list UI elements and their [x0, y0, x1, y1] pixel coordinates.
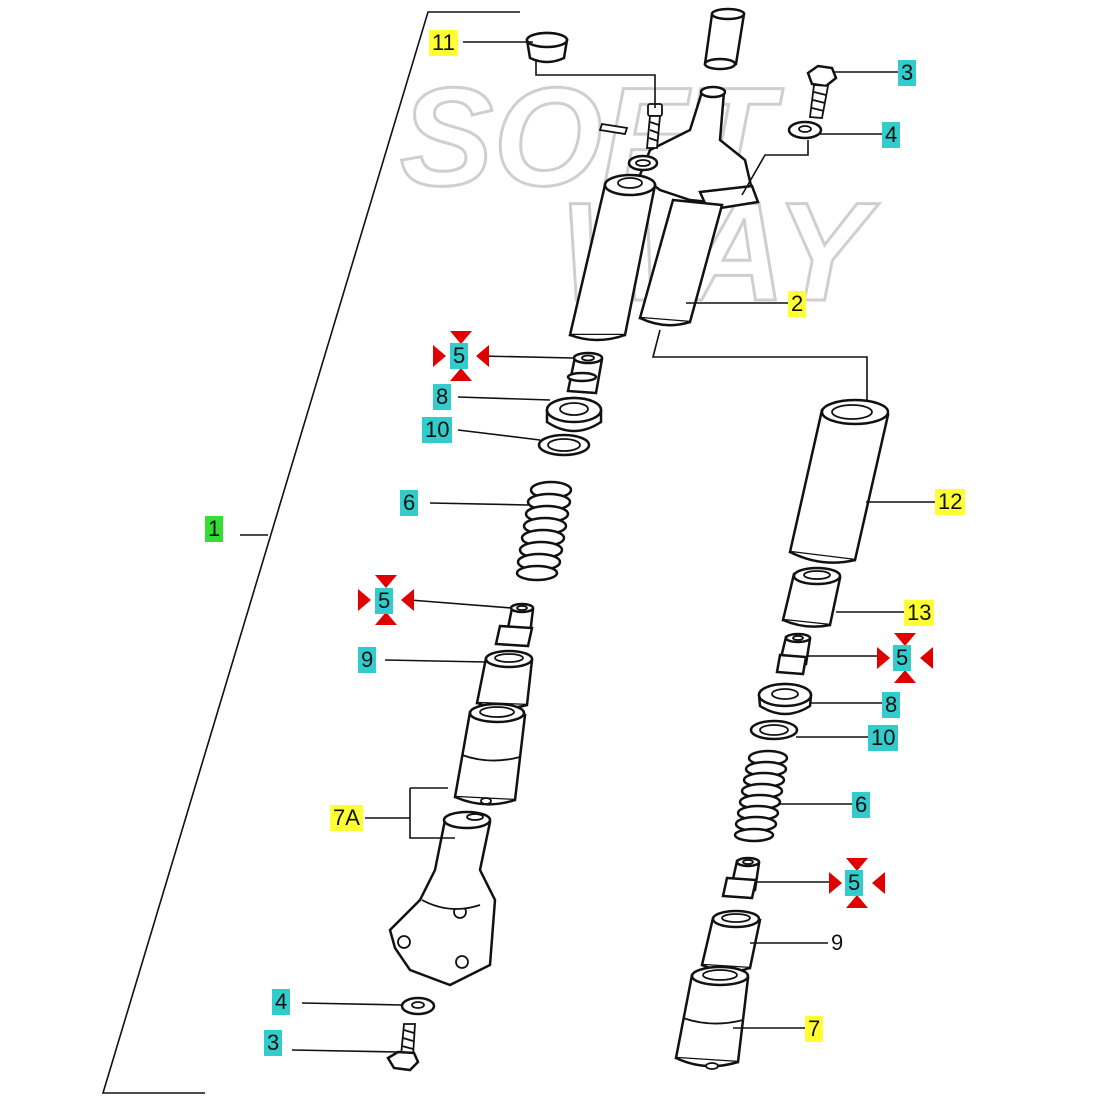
key-pin: [598, 122, 629, 136]
left-fork-leg: [291, 351, 604, 1072]
callout-10-right: 10: [868, 725, 899, 751]
slider-part-7: [674, 965, 750, 1070]
callout-9-right: 9: [828, 930, 847, 956]
callout-7A: 7A: [330, 805, 363, 831]
callout-4-upper: 4: [882, 122, 901, 148]
leader-2-to-12: [651, 329, 868, 415]
leader-8-a: [457, 396, 551, 401]
small-ring: [627, 154, 659, 172]
callout-3-lower: 3: [264, 1030, 283, 1056]
leader-11-bolt: [535, 60, 656, 108]
callout-12: 12: [935, 489, 966, 515]
valve-part-5-right-top: [775, 632, 812, 676]
cap-part-11: [525, 31, 569, 64]
callout-5-b: 5: [375, 588, 394, 614]
leader-4-yoke: [741, 140, 809, 196]
callout-7: 7: [805, 1016, 824, 1042]
bushing-part-8-left: [545, 396, 603, 433]
leader-5-b: [409, 599, 513, 609]
bushing-part-13: [781, 566, 842, 628]
spring-part-6-right: [733, 749, 789, 843]
callout-5-d: 5: [845, 870, 864, 896]
fork-tube-right: [638, 198, 724, 327]
callout-1: 1: [205, 516, 224, 542]
callout-13: 13: [904, 600, 935, 626]
leader-5-a: [479, 355, 574, 359]
slider-part-7A-upper: [453, 702, 527, 806]
steering-tube: [703, 7, 746, 71]
callout-5-c: 5: [893, 645, 912, 671]
callout-11: 11: [429, 30, 458, 56]
leader-6-a: [429, 502, 529, 506]
marker-5-c: [877, 633, 933, 683]
ring-part-10-left: [537, 433, 591, 457]
leader-3-lower: [291, 1049, 399, 1053]
valve-part-5-right-bottom: [721, 856, 761, 900]
fork-tube-left: [568, 173, 657, 342]
callout-6-left: 6: [400, 490, 419, 516]
washer-part-4-lower: [400, 996, 436, 1016]
slider-part-7A-lower: [388, 810, 497, 987]
leader-7A: [409, 788, 455, 839]
tube-part-12: [788, 398, 890, 564]
assembly-frame-line: [101, 11, 520, 1094]
bolt-part-3-lower: [386, 1023, 420, 1072]
callout-4-lower: 4: [272, 989, 291, 1015]
washer-part-4-upper: [787, 120, 823, 140]
leader-4-lower: [301, 1002, 403, 1006]
steering-stem-assembly: [463, 7, 898, 415]
callout-2: 2: [788, 291, 807, 317]
marker-5-d: [829, 858, 885, 908]
callout-8-right: 8: [882, 692, 901, 718]
assembly-frame: [101, 11, 520, 1094]
bolt-part-3-upper: [806, 64, 838, 119]
bolt-upper-left: [646, 103, 663, 149]
leader-9-a: [384, 659, 487, 663]
bushing-part-9-right: [700, 909, 762, 973]
valve-part-5-left-mid: [494, 602, 535, 648]
marker-5-b: [358, 575, 414, 625]
right-fork-leg: [674, 398, 935, 1070]
marker-5-a: [433, 331, 489, 381]
callout-6-right: 6: [852, 792, 871, 818]
bushing-part-9-left: [475, 649, 534, 710]
callout-8-left: 8: [433, 384, 452, 410]
spring-part-6-left: [515, 480, 573, 582]
leader-10-a: [457, 429, 541, 441]
ring-part-10-right: [749, 719, 799, 741]
callout-5-a: 5: [450, 343, 469, 369]
callout-3-upper: 3: [898, 60, 917, 86]
bushing-part-8-right: [757, 682, 813, 716]
callout-9-left: 9: [358, 647, 377, 673]
callout-10-left: 10: [422, 417, 453, 443]
valve-part-5-left-top: [566, 351, 604, 395]
